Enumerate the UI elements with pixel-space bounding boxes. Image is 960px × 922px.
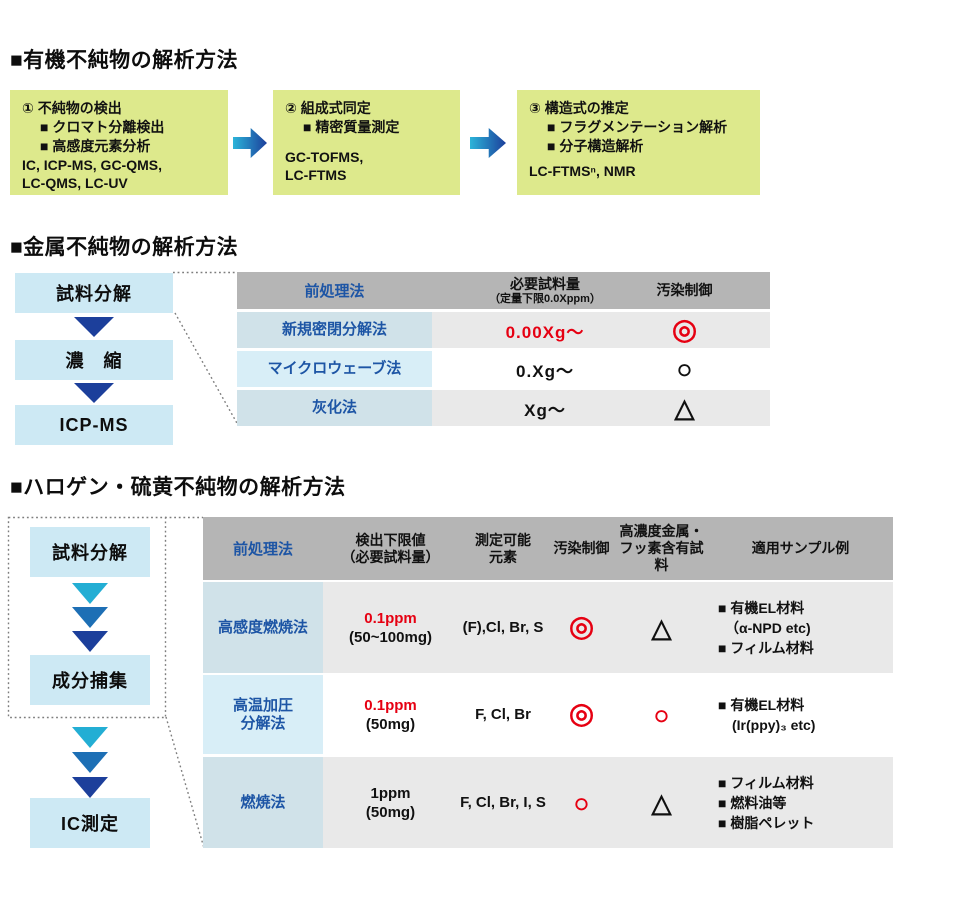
row-data-bg (432, 351, 770, 387)
down-arrow-icon (72, 583, 108, 604)
down-arrow-icon (72, 727, 108, 748)
flow-step-sample-decomposition: 試料分解 (30, 527, 150, 577)
flow-step-ic-measurement: IC測定 (30, 798, 150, 848)
double-circle-mark: ◎ (671, 313, 698, 346)
section2-title: ■金属不純物の解析方法 (10, 236, 239, 259)
header-detection-limit: 検出下限値 （必要試料量） (341, 531, 440, 565)
down-arrow-icon (72, 631, 108, 652)
elements-cell: F, Cl, Br, I, S (460, 794, 546, 811)
samples-cell: ■ 有機EL材料 (Ir(ppy)₃ etc) (718, 696, 816, 733)
header-measurable-elements: 測定可能 元素 (475, 531, 531, 565)
metal-pretreatment-table: 前処理法 必要試料量 （定量下限0.0Xppm） 汚染制御 新規密閉分解法 0.… (237, 272, 770, 427)
row-data-bg (432, 312, 770, 348)
limit-value: 0.1ppm (364, 696, 417, 714)
triangle-mark: △ (651, 612, 672, 643)
limit-cell: 0.1ppm (50~100mg) (323, 582, 458, 673)
method-cell: 高温加圧 分解法 (203, 675, 323, 754)
header-applicable-samples: 適用サンプル例 (751, 540, 850, 556)
circle-mark: ○ (653, 699, 670, 730)
step3-heading: ③ 構造式の推定 (529, 100, 629, 116)
header-contamination-control: 汚染制御 (656, 282, 713, 298)
amount-cell: 0.Xg～ (516, 361, 574, 381)
step1-heading: ① 不純物の検出 (22, 100, 122, 116)
triangle-mark: △ (651, 787, 672, 818)
down-arrow-icon (74, 317, 114, 337)
step1-methods: IC, ICP-MS, GC-QMS, LC-QMS, LC-UV (22, 157, 162, 191)
double-circle-mark: ◎ (568, 698, 595, 730)
down-arrow-icon (72, 752, 108, 773)
table-header-row: 前処理法 必要試料量 （定量下限0.0Xppm） 汚染制御 (237, 272, 770, 309)
header-pretreatment: 前処理法 (232, 541, 293, 558)
double-circle-mark: ◎ (568, 611, 595, 643)
down-arrow-icon (74, 383, 114, 403)
step-box-structure: ③ 構造式の推定 ■ フラグメンテーション解析 ■ 分子構造解析 LC-FTMS… (517, 90, 760, 195)
method-cell: 新規密閉分解法 (237, 312, 432, 348)
section3-title: ■ハロゲン・硫黄不純物の解析方法 (10, 476, 346, 499)
flow-step-sample-decomposition: 試料分解 (15, 273, 173, 313)
step-box-detection: ① 不純物の検出 ■ クロマト分離検出 ■ 高感度元素分析 IC, ICP-MS… (10, 90, 228, 195)
header-pretreatment: 前処理法 (304, 283, 365, 300)
step3-bullets: ■ フラグメンテーション解析 ■ 分子構造解析 (547, 119, 728, 154)
header-high-concentration: 高濃度金属・ フッ素含有試料 (619, 523, 704, 573)
flow-step-concentration: 濃 縮 (15, 340, 173, 380)
elements-cell: F, Cl, Br (475, 706, 531, 723)
row-data-bg (323, 675, 893, 754)
section1-title: ■有機不純物の解析方法 (10, 49, 239, 72)
step3-methods: LC-FTMSⁿ, NMR (529, 163, 636, 179)
step2-methods: GC-TOFMS, LC-FTMS (285, 149, 364, 183)
row-data-bg (323, 582, 893, 673)
table-header-row: 前処理法 検出下限値 （必要試料量） 測定可能 元素 汚染制御 高濃度金属・ フ… (203, 517, 893, 580)
amount-cell: 0.00Xg～ (505, 322, 585, 342)
limit-cell: 1ppm (50mg) (323, 757, 458, 848)
method-cell: 灰化法 (237, 390, 432, 426)
elements-cell: (F),Cl, Br, S (462, 619, 544, 636)
samples-cell: ■ フィルム材料 ■ 燃料油等 ■ 樹脂ペレット (718, 774, 815, 831)
section3-halogen-sulfur-impurities: ■ハロゲン・硫黄不純物の解析方法 (10, 471, 346, 501)
down-arrow-icon (72, 777, 108, 798)
step-box-composition: ② 組成式同定 ■ 精密質量測定 GC-TOFMS, LC-FTMS (273, 90, 460, 195)
limit-value: 0.1ppm (364, 609, 417, 627)
flow-step-component-capture: 成分捕集 (30, 655, 150, 705)
step2-heading: ② 組成式同定 (285, 100, 371, 116)
step2-bullets: ■ 精密質量測定 (303, 119, 400, 135)
triangle-mark: △ (674, 393, 695, 423)
limit-note: (50mg) (365, 715, 416, 733)
limit-note: (50~100mg) (349, 628, 432, 646)
row-data-bg (323, 757, 893, 848)
header-sample-amount: 必要試料量 （定量下限0.0Xppm） (432, 272, 658, 309)
header-sample-amount-note: （定量下限0.0Xppm） (489, 292, 601, 305)
method-cell: 高感度燃焼法 (203, 582, 323, 673)
right-arrow-icon (470, 128, 506, 158)
limit-note: (50mg) (365, 803, 416, 821)
section2-metal-impurities: ■金属不純物の解析方法 (10, 231, 238, 261)
circle-mark: ○ (676, 354, 693, 384)
step1-bullets: ■ クロマト分離検出 ■ 高感度元素分析 (40, 119, 165, 154)
right-arrow-icon (233, 128, 267, 158)
row-data-bg (432, 390, 770, 426)
limit-cell: 0.1ppm (50mg) (323, 675, 458, 754)
method-cell: 燃焼法 (203, 757, 323, 848)
amount-cell: Xg～ (524, 400, 566, 420)
header-contamination-control: 汚染制御 (553, 540, 610, 556)
section1-organic-impurities: ■有機不純物の解析方法 (10, 44, 238, 74)
circle-mark: ○ (573, 787, 590, 818)
flow-step-icp-ms: ICP-MS (15, 405, 173, 445)
limit-value: 1ppm (370, 784, 411, 802)
header-sample-amount-main: 必要試料量 (510, 275, 580, 292)
samples-cell: ■ 有機EL材料 （α-NPD etc) ■ フィルム材料 (718, 599, 814, 656)
halogen-pretreatment-table: 前処理法 検出下限値 （必要試料量） 測定可能 元素 汚染制御 高濃度金属・ フ… (203, 517, 893, 849)
method-cell: マイクロウェーブ法 (237, 351, 432, 387)
down-arrow-icon (72, 607, 108, 628)
